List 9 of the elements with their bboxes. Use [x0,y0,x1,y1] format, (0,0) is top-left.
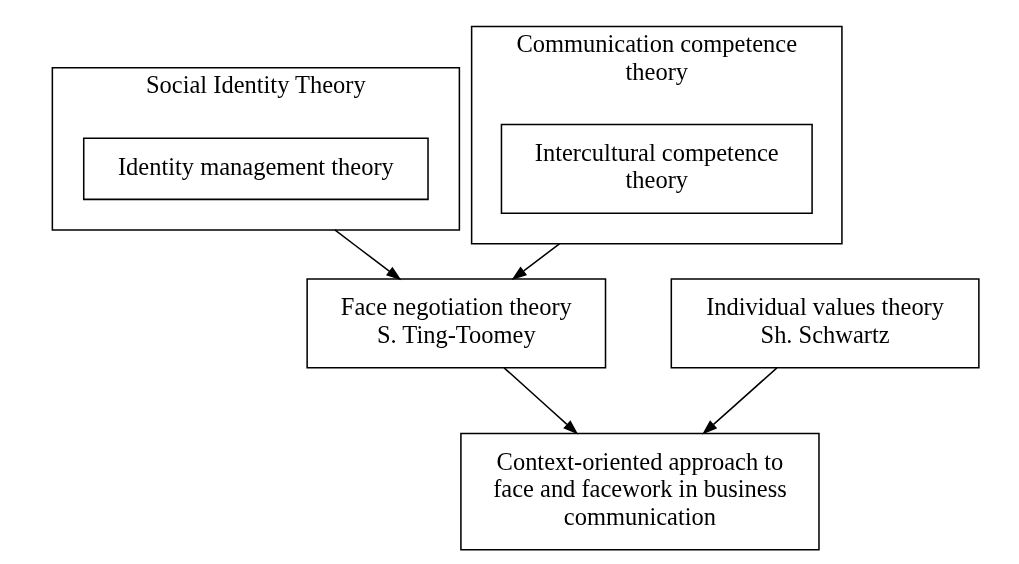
arrow [702,367,778,435]
node-box: Context-oriented approach to face and facework in business communication [460,432,820,551]
arrow [511,243,561,281]
arrow [334,229,402,281]
node-box: Intercultural competence theory [500,123,813,214]
arrow [503,367,579,435]
node-box: Individual values theory Sh. Schwartz [670,278,980,369]
node-box: Identity management theory [82,137,429,201]
node-box: Face negotiation theory S. Ting-Toomey [306,278,607,369]
